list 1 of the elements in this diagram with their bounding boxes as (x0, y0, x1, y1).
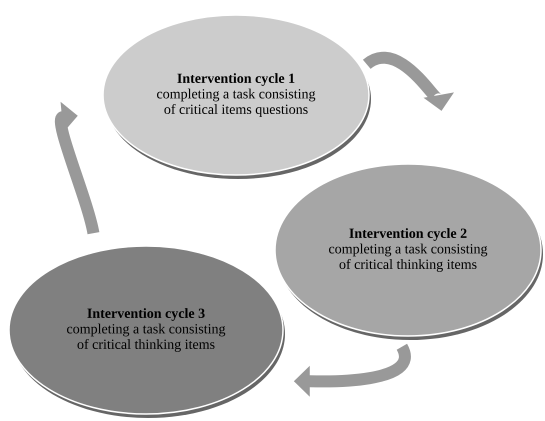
curved-arrow (55, 102, 100, 234)
